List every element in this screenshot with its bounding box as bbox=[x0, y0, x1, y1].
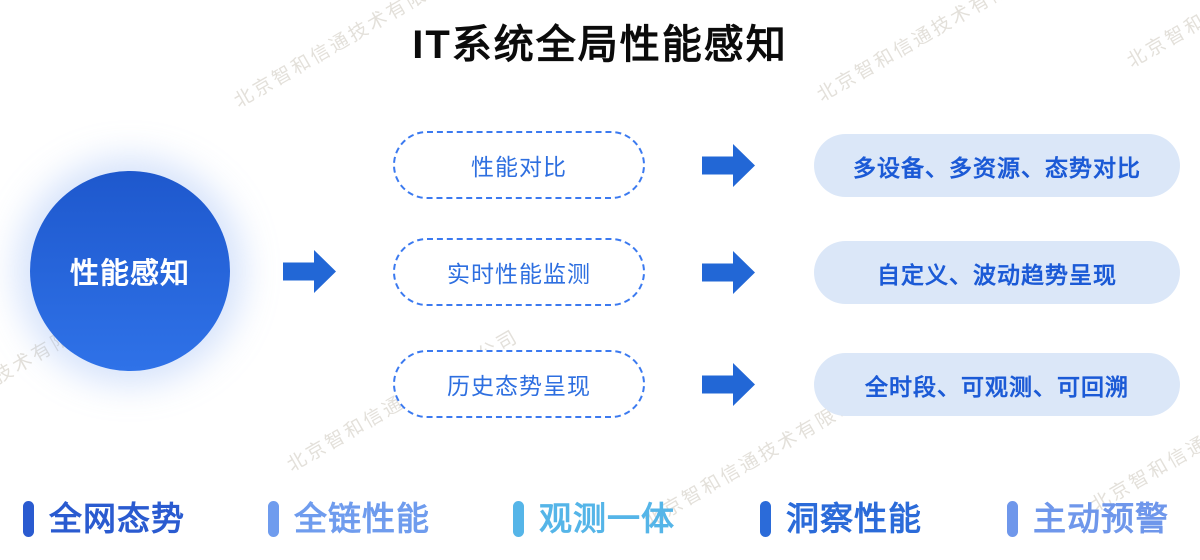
feature-pill-performance-compare: 性能对比 bbox=[393, 131, 645, 199]
legend-bar bbox=[513, 501, 524, 537]
source-node-label: 性能感知 bbox=[69, 258, 190, 290]
legend-label: 全链性能 bbox=[294, 500, 430, 537]
legend-item-proactive-alert: 主动预警 bbox=[1007, 498, 1169, 540]
legend-bar bbox=[268, 501, 279, 537]
result-pill-full-period: 全时段、可观测、可回溯 bbox=[814, 353, 1180, 416]
feature-pill-label: 性能对比 bbox=[471, 154, 567, 180]
legend-bar bbox=[1007, 501, 1018, 537]
feature-pill-label: 实时性能监测 bbox=[447, 261, 591, 287]
arrow-right-icon bbox=[702, 251, 755, 294]
arrow-right-icon bbox=[702, 363, 755, 406]
result-pill-label: 全时段、可观测、可回溯 bbox=[865, 373, 1129, 400]
page-title: IT系统全局性能感知 bbox=[412, 23, 788, 67]
legend-label: 观测一体 bbox=[539, 500, 675, 537]
legend-item-unified-observation: 观测一体 bbox=[513, 498, 675, 540]
result-pill-multi-device: 多设备、多资源、态势对比 bbox=[814, 134, 1180, 197]
legend-item-insight-performance: 洞察性能 bbox=[760, 498, 922, 540]
legend-item-network-posture: 全网态势 bbox=[23, 498, 185, 540]
legend-item-fullchain-performance: 全链性能 bbox=[268, 498, 430, 540]
feature-pill-label: 历史态势呈现 bbox=[447, 373, 591, 399]
legend-label: 全网态势 bbox=[49, 500, 185, 537]
arrow-right-icon bbox=[283, 250, 336, 293]
result-pill-label: 多设备、多资源、态势对比 bbox=[853, 154, 1141, 181]
legend-bar bbox=[760, 501, 771, 537]
feature-pill-history-presentation: 历史态势呈现 bbox=[393, 350, 645, 418]
result-pill-label: 自定义、波动趋势呈现 bbox=[877, 261, 1117, 288]
arrow-right-icon bbox=[702, 144, 755, 187]
result-pill-custom-trend: 自定义、波动趋势呈现 bbox=[814, 241, 1180, 304]
feature-pill-realtime-monitoring: 实时性能监测 bbox=[393, 238, 645, 306]
source-node: 性能感知 bbox=[30, 171, 230, 371]
legend-label: 主动预警 bbox=[1033, 500, 1169, 537]
legend-bar bbox=[23, 501, 34, 537]
legend-label: 洞察性能 bbox=[786, 500, 922, 537]
